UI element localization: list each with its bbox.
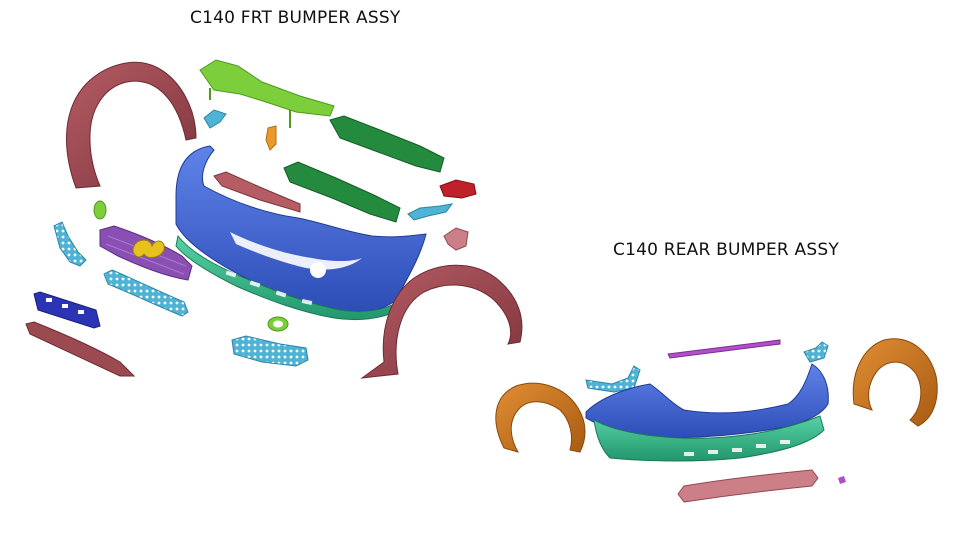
rear-small-clip	[838, 476, 846, 484]
rear-lower-fascia	[593, 415, 825, 462]
rear-left-wheel-liner	[495, 382, 586, 453]
front-skid-plate	[25, 321, 136, 377]
front-energy-absorber-lower	[283, 161, 401, 223]
front-left-wheel-liner	[66, 61, 197, 189]
front-fog-bracket	[443, 227, 469, 251]
rear-diffuser	[677, 469, 819, 503]
front-clip-left	[203, 109, 227, 129]
tow-hook-cover	[310, 262, 326, 278]
front-clip-right	[407, 203, 454, 221]
rear-right-wheel-liner	[852, 338, 938, 427]
brand-emblem	[132, 239, 165, 258]
front-bumper-title: C140 FRT BUMPER ASSY	[190, 8, 401, 28]
rear-assembly	[495, 338, 938, 503]
bracket-holes	[46, 298, 84, 314]
front-right-wheel-liner	[360, 264, 523, 379]
front-side-bracket-left	[53, 221, 87, 267]
front-assembly	[25, 59, 523, 379]
rear-bracket-left	[585, 365, 641, 393]
rear-bumper-title: C140 REAR BUMPER ASSY	[613, 240, 839, 260]
front-upper-strip	[213, 171, 301, 213]
fascia-grille-opening	[230, 232, 362, 270]
front-red-bracket	[439, 179, 477, 199]
front-energy-absorber-upper	[329, 115, 445, 173]
rear-bracket-right	[803, 341, 829, 363]
front-clip-orange	[265, 125, 277, 151]
front-fog-grille	[231, 335, 309, 367]
license-plate-bracket	[33, 291, 101, 329]
front-lower-grille	[103, 269, 189, 317]
fog-lamp-hole	[273, 320, 283, 328]
front-upper-bracket	[199, 59, 335, 117]
rear-upper-strip	[667, 339, 781, 359]
lower-fascia-slots	[225, 270, 313, 305]
rear-lower-slots	[684, 440, 790, 456]
fog-lamp-bezel-left	[93, 200, 107, 220]
